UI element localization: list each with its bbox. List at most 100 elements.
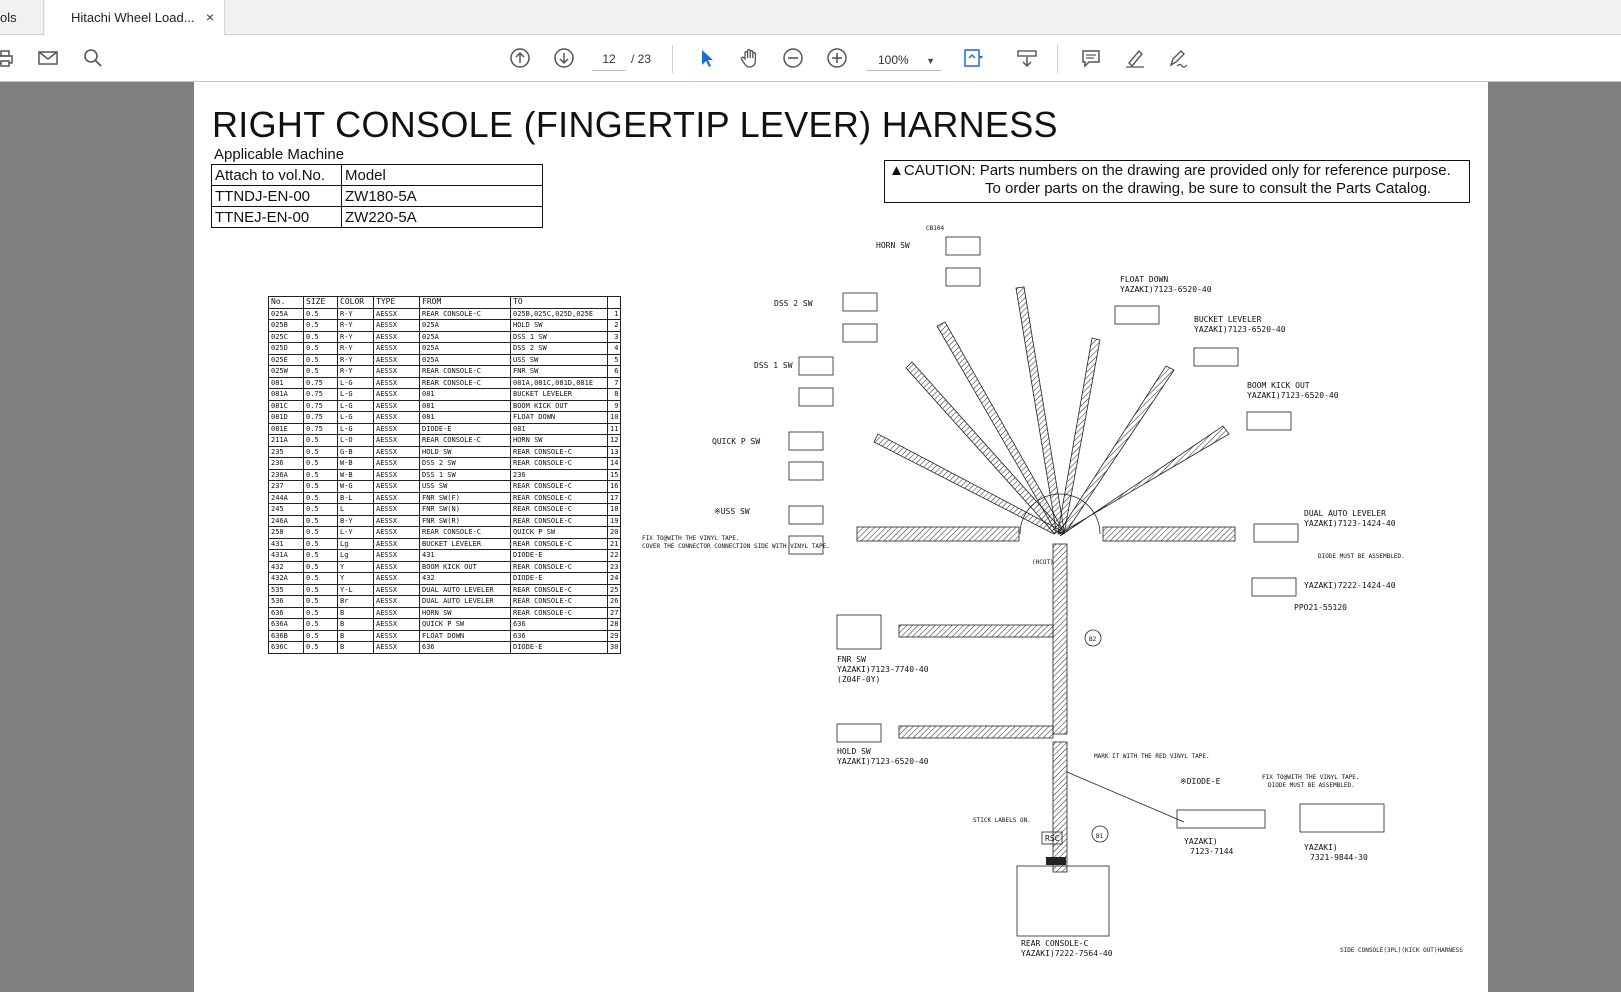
table-cell: 16: [606, 480, 622, 493]
table-cell: 30: [606, 641, 622, 654]
dual-auto-leveler-part-number: YAZAKI)7123-1424-40: [1304, 519, 1396, 528]
table-cell: B: [337, 606, 374, 619]
connector-boxes: [788, 236, 1385, 937]
table-cell: AESSX: [373, 618, 420, 631]
hold-switch-label: HOLD SW: [837, 747, 871, 756]
document-viewer[interactable]: RIGHT CONSOLE (FINGERTIP LEVER) HARNESS …: [0, 82, 1621, 992]
fnr-switch-label: FNR SW: [837, 655, 866, 664]
yazaki-7222-label: YAZAKI)7222-1424-40: [1304, 581, 1396, 590]
dss1-switch-label: DSS 1 SW: [754, 361, 793, 370]
b2-label: B2: [1089, 636, 1097, 643]
close-tab-icon[interactable]: ×: [205, 9, 214, 25]
table-cell: 0.5: [303, 641, 338, 654]
float-down-part-number: YAZAKI)7123-6520-40: [1120, 285, 1212, 294]
print-icon[interactable]: [0, 45, 18, 71]
tab-tools-label: ols: [0, 10, 17, 25]
fit-page-icon[interactable]: [960, 45, 986, 71]
zoom-level-value: 100%: [878, 53, 909, 67]
fix-note-4: DIODE MUST BE ASSEMBLED.: [1268, 782, 1355, 789]
prev-page-icon[interactable]: [507, 45, 533, 71]
dual-auto-leveler-label: DUAL AUTO LEVELER: [1304, 509, 1386, 518]
table-cell: ZW180-5A: [341, 185, 543, 207]
caution-line-2: To order parts on the drawing, be sure t…: [985, 180, 1432, 197]
mail-icon[interactable]: [35, 45, 61, 71]
table-cell: 0.5: [303, 503, 338, 516]
ppo-label: PPO21-55120: [1294, 603, 1347, 612]
table-cell: AESSX: [373, 583, 420, 596]
page-number-input[interactable]: [592, 47, 626, 71]
search-icon[interactable]: [80, 45, 106, 71]
table-cell: 0.5: [303, 514, 338, 527]
bucket-leveler-label: BUCKET LEVELER: [1194, 315, 1262, 324]
table-cell: AESSX: [373, 549, 420, 562]
zoom-in-icon[interactable]: [824, 45, 850, 71]
table-cell: 19: [606, 514, 622, 527]
tab-tools[interactable]: ols: [0, 0, 44, 35]
table-cell: 26: [606, 595, 622, 608]
table-cell: DUAL AUTO LEVELER: [419, 595, 511, 608]
table-cell: 432A: [268, 572, 304, 585]
table-cell: 20: [606, 526, 622, 539]
scroll-mode-icon[interactable]: [1014, 45, 1040, 71]
horn-switch-label: HORN SW: [876, 241, 910, 250]
toolbar: / 23 100% ▼: [0, 35, 1621, 82]
toolbar-divider: [672, 45, 673, 73]
uss-switch-label: ※USS SW: [714, 507, 750, 516]
hand-icon[interactable]: [737, 45, 763, 71]
zoom-out-icon[interactable]: [780, 45, 806, 71]
fnr-switch-part-number: YAZAKI)7123-7740-40: [837, 665, 929, 674]
rear-console-part-number: YAZAKI)7222-7564-40: [1021, 949, 1113, 958]
hold-switch-part-number: YAZAKI)7123-6520-40: [837, 757, 929, 766]
table-header-row: No. SIZE COLOR TYPE FROM TO: [268, 296, 622, 309]
chevron-down-icon: ▼: [926, 56, 935, 66]
float-down-label: FLOAT DOWN: [1120, 275, 1168, 284]
table-cell: 0.5: [303, 549, 338, 562]
caution-line-1: CAUTION: Parts numbers on the drawing ar…: [903, 162, 1451, 179]
next-page-icon[interactable]: [551, 45, 577, 71]
rear-console-label: REAR CONSOLE-C: [1021, 939, 1089, 948]
cb104-label: CB104: [926, 225, 944, 232]
yazaki-7123-7144-number: 7123-7144: [1190, 847, 1234, 856]
table-cell: 258: [268, 526, 304, 539]
table-cell: B: [337, 618, 374, 631]
zoom-level-select[interactable]: 100% ▼: [866, 47, 941, 71]
rsc-label: RSC: [1045, 834, 1060, 843]
comment-icon[interactable]: [1078, 45, 1104, 71]
b1-label: B1: [1096, 833, 1104, 840]
page-total: / 23: [631, 52, 652, 66]
bucket-leveler-part-number: YAZAKI)7123-6520-40: [1194, 325, 1286, 334]
harness-branches: [856, 286, 1236, 873]
table-cell: 21: [606, 537, 622, 550]
boom-kick-out-part-number: YAZAKI)7123-6520-40: [1247, 391, 1339, 400]
table-cell: QUICK P SW: [419, 618, 511, 631]
yazaki-7321-label: YAZAKI): [1304, 843, 1338, 852]
warning-icon: ▲: [889, 162, 904, 179]
tab-bar: ols Hitachi Wheel Load... ×: [0, 0, 1621, 35]
table-cell: 431: [268, 537, 304, 550]
tab-document[interactable]: Hitachi Wheel Load... ×: [45, 0, 225, 35]
fnr-switch-part-number-2: (Z04F-0Y): [837, 675, 880, 684]
fix-note-2: COVER THE CONNECTOR CONNECTION SIDE WITH…: [642, 543, 830, 550]
table-cell: Lg: [337, 537, 374, 550]
toolbar-divider: [1057, 45, 1058, 73]
table-cell: 23: [606, 560, 622, 573]
sign-icon[interactable]: [1165, 45, 1191, 71]
table-cell: 0.5: [303, 595, 338, 608]
highlight-icon[interactable]: [1122, 45, 1148, 71]
select-cursor-icon[interactable]: [694, 45, 720, 71]
